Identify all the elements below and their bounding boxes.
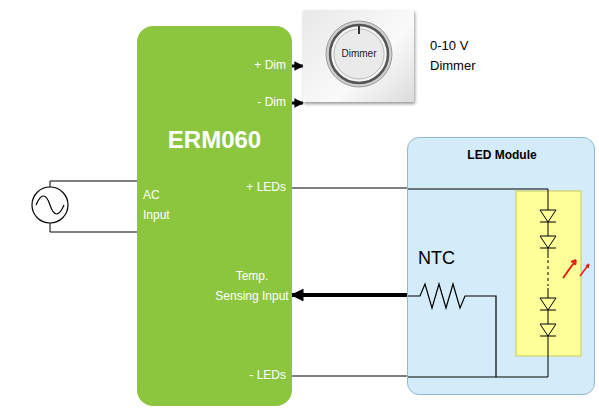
signal-arrow: [292, 293, 407, 297]
node-text: + LEDs: [216, 180, 286, 194]
node-text: - Dim: [226, 95, 286, 109]
node-text: 0-10 V Dimmer: [430, 36, 494, 76]
ntc-resistor: [408, 284, 496, 377]
signal-arrow: [292, 102, 303, 105]
node-text: LED Module: [408, 148, 596, 162]
dimmer-box: Dimmer0-10 V Dimmer: [303, 10, 414, 102]
node-text: ERM060: [137, 126, 292, 154]
ac-source-symbol: [32, 187, 68, 223]
wire: [292, 376, 407, 377]
wire: [292, 188, 407, 189]
node-text: Dimmer: [331, 48, 387, 59]
component-label: NTC: [418, 248, 455, 269]
sine-wave: [36, 196, 64, 214]
ac-wire: [50, 181, 137, 232]
node-text: + Dim: [226, 58, 286, 72]
node-text: Temp. Sensing Input: [214, 266, 290, 306]
driver-box: + Dim - DimERM060 + LEDs AC InputTemp. Sens…: [137, 26, 292, 406]
signal-arrow: [292, 65, 303, 68]
node-text: - LEDs: [216, 368, 286, 382]
node-text: AC Input: [143, 185, 185, 225]
